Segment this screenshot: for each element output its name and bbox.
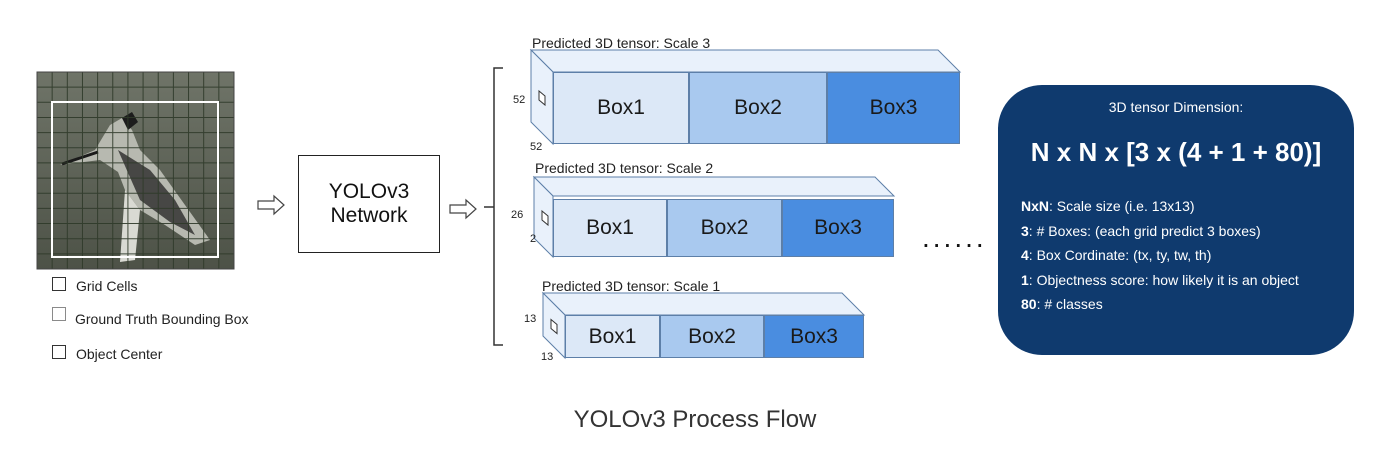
tensor-prism-1-cell-marker: [541, 209, 549, 227]
tensor-scale3-title: Predicted 3D tensor: Scale 3: [532, 35, 711, 51]
tensor-scale3-box2: Box2: [689, 72, 827, 144]
arrow-image-to-network: [257, 194, 285, 216]
tensor-prism-2-cell-marker: [550, 318, 558, 335]
tensor-prisms: [529, 48, 962, 360]
output-bracket: [484, 67, 503, 346]
tensor-scale1-dim-bottom: 13: [541, 351, 554, 363]
tensor-scale1-dim-side: 13: [524, 313, 537, 325]
tensor-scale3-box1: Box1: [553, 72, 689, 144]
tensor-scale2-box2: Box2: [667, 199, 782, 257]
tensor-scale3-dim-side: 52: [513, 94, 526, 106]
legend-ground-truth: Ground Truth Bounding Box: [75, 311, 249, 327]
tensor-scale3-dim-bottom: 52: [530, 141, 543, 153]
tensor-scale1-box2: Box2: [660, 315, 764, 358]
tensor-scale2-title: Predicted 3D tensor: Scale 2: [535, 160, 714, 176]
yolov3-network-box: YOLOv3 Network: [298, 155, 440, 253]
panel-formula: N x N x [3 x (4 + 1 + 80)]: [1030, 137, 1322, 167]
arrow-network-to-tensors: [449, 198, 477, 220]
tensor-prism-1-top-face: [532, 176, 896, 197]
panel-line-boxes: 3: # Boxes: (each grid predict 3 boxes): [1021, 223, 1261, 239]
ground-truth-bounding-box: [51, 101, 219, 258]
ground-truth-legend-icon: [52, 307, 66, 321]
grid-cells-legend-icon: [52, 277, 66, 291]
object-center-legend-icon: [52, 345, 66, 359]
tensor-scale3-box3: Box3: [827, 72, 960, 144]
more-scales-ellipsis: ......: [922, 222, 987, 253]
diagram-caption: YOLOv3 Process Flow: [573, 406, 817, 433]
tensor-prism-0-cell-marker: [538, 89, 546, 107]
legend-grid-cells: Grid Cells: [76, 278, 138, 294]
tensor-scale1-title: Predicted 3D tensor: Scale 1: [542, 278, 721, 294]
panel-title: 3D tensor Dimension:: [1108, 99, 1244, 115]
tensor-dimension-panel: 3D tensor Dimension: N x N x [3 x (4 + 1…: [998, 85, 1354, 355]
tensor-scale1-box3: Box3: [764, 315, 864, 358]
input-image: [37, 72, 234, 269]
tensor-scale2-dim-bottom: 2: [530, 233, 537, 245]
tensor-scale2-box3: Box3: [782, 199, 894, 257]
panel-line-nxn: NxN: Scale size (i.e. 13x13): [1021, 198, 1195, 214]
panel-line-classes: 80: # classes: [1021, 296, 1103, 312]
tensor-scale2-dim-side: 26: [511, 209, 524, 221]
panel-line-coords: 4: Box Cordinate: (tx, ty, tw, th): [1021, 247, 1212, 263]
network-label-line1: YOLOv3: [328, 180, 410, 203]
legend-object-center: Object Center: [76, 346, 163, 362]
network-label-line2: Network: [330, 204, 408, 227]
tensor-scale1-box1: Box1: [565, 315, 660, 358]
tensor-prism-2-top-face: [541, 292, 866, 316]
image-border: [36, 71, 235, 270]
tensor-prism-0-top-face: [529, 49, 962, 73]
panel-line-objectness: 1: Objectness score: how likely it is an…: [1021, 272, 1299, 288]
tensor-scale2-box1: Box1: [553, 199, 667, 257]
